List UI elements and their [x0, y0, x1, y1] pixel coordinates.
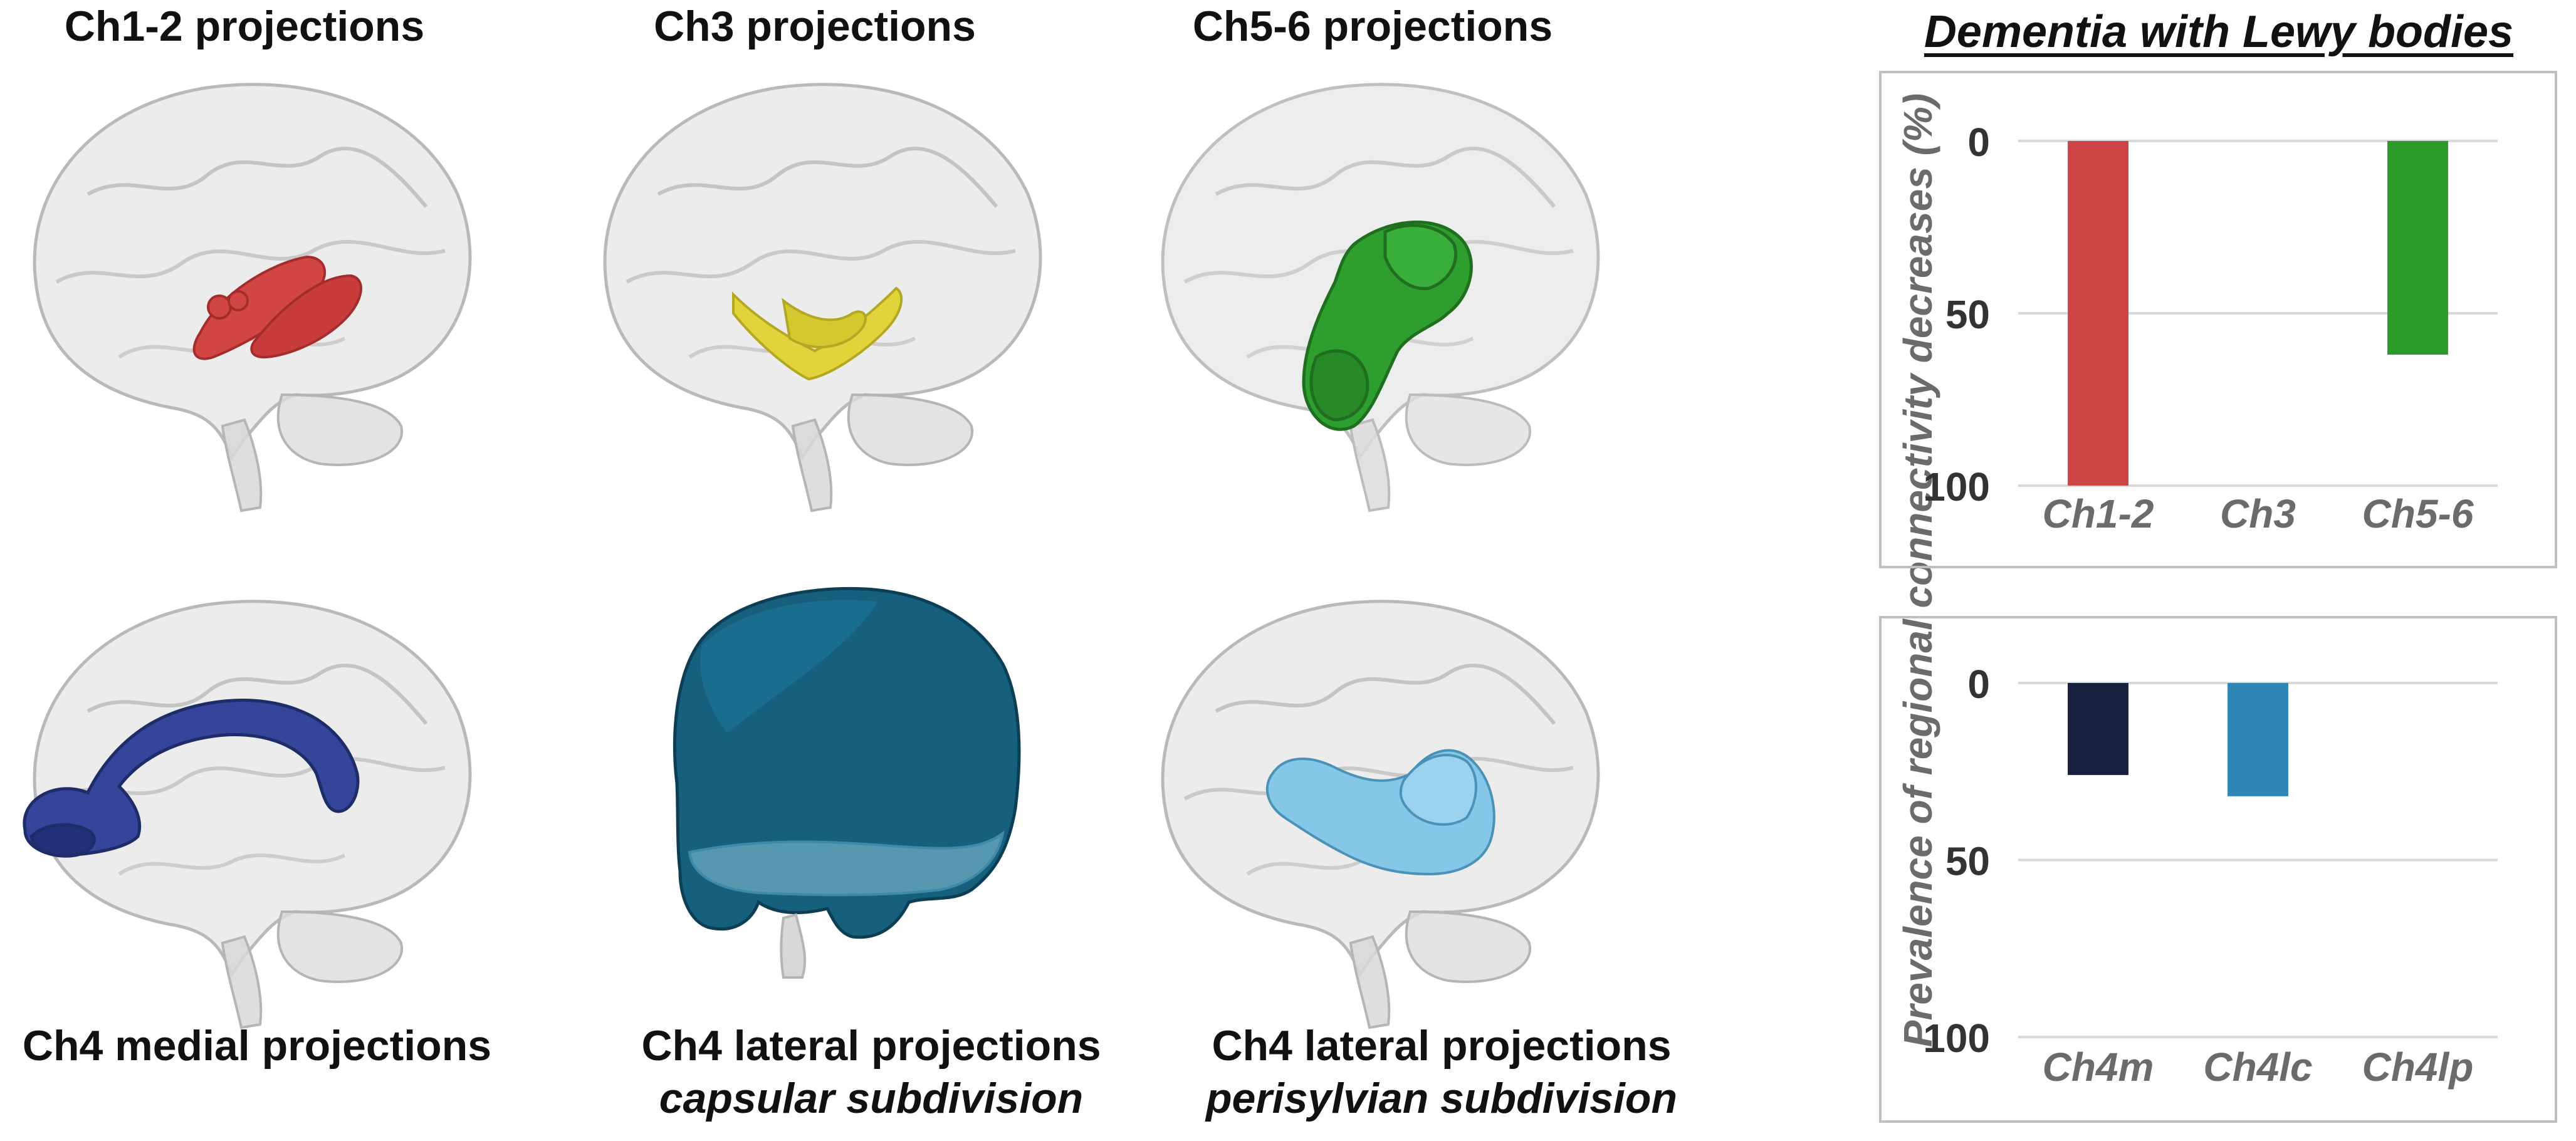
brain-illustrations: [23, 0, 1818, 1141]
region-ch4-perisylvian: [1265, 749, 1495, 876]
chart-title: Dementia with Lewy bodies: [1924, 7, 2514, 57]
brain-ch4-medial: [23, 602, 470, 1028]
chart-frame: [1879, 71, 2557, 568]
panel-title-ch4-perisylvian-main: Ch4 lateral projections: [1212, 1022, 1672, 1070]
panel-title-ch5-6: Ch5-6 projections: [1192, 3, 1553, 50]
region-ch3: [732, 286, 903, 381]
x-tick-label: Ch4m: [2043, 1045, 2154, 1090]
panel-title-ch4-medial: Ch4 medial projections: [22, 1022, 492, 1070]
brain-ch4-perisylvian: [1163, 602, 1598, 1028]
y-tick-label: 50: [1945, 292, 1990, 337]
panel-title-ch4-capsular-main: Ch4 lateral projections: [641, 1022, 1101, 1070]
y-tick-label: 0: [1967, 662, 1990, 707]
panel-title-ch4-capsular: Ch4 lateral projections capsular subdivi…: [583, 1019, 1160, 1125]
brain-ch3: [605, 85, 1040, 511]
x-tick-label: Ch4lp: [2362, 1045, 2474, 1090]
x-tick-label: Ch3: [2220, 491, 2296, 536]
brain-ch1-2: [34, 85, 470, 511]
panel-subtitle-ch4-perisylvian: perisylvian subdivision: [1205, 1075, 1678, 1122]
panel-title-ch3: Ch3 projections: [654, 3, 976, 50]
y-tick-label: 100: [1923, 464, 1990, 509]
bar-ch4lc: [2228, 683, 2288, 796]
panel-title-ch4-perisylvian: Ch4 lateral projections perisylvian subd…: [1178, 1019, 1705, 1125]
chart-frame: [1879, 616, 2557, 1123]
bar-ch5-6: [2387, 141, 2448, 355]
x-tick-label: Ch1-2: [2043, 491, 2154, 536]
x-tick-label: Ch4lc: [2203, 1045, 2312, 1090]
x-tick-label: Ch5-6: [2362, 491, 2474, 536]
panel-subtitle-ch4-capsular: capsular subdivision: [659, 1075, 1084, 1122]
y-tick-label: 50: [1945, 839, 1990, 884]
y-tick-label: 0: [1967, 120, 1990, 165]
panel-title-ch1-2: Ch1-2 projections: [64, 3, 425, 50]
region-ch1-2: [192, 255, 362, 360]
brain-ch5-6: [1163, 85, 1598, 511]
bar-ch1-2: [2068, 141, 2128, 486]
region-ch5-6: [1302, 221, 1473, 431]
brain-ch4-capsular: [673, 586, 1021, 979]
bar-ch4m: [2068, 683, 2128, 775]
y-tick-label: 100: [1923, 1016, 1990, 1061]
region-ch4-medial: [23, 699, 360, 858]
